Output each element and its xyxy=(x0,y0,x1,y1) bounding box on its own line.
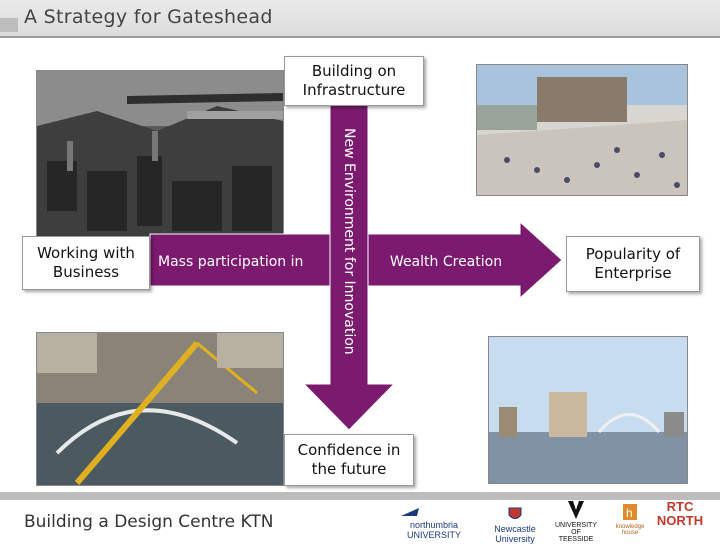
box-confidence-in-future: Confidence in the future xyxy=(284,434,414,486)
logo-rtc-north-text: RTC NORTH xyxy=(656,499,704,528)
vertical-arrow xyxy=(302,103,396,431)
logo-northumbria: northumbria UNIVERSITY xyxy=(398,506,470,540)
right-arrow-label: Wealth Creation xyxy=(389,254,503,270)
left-arrow-label: Mass participation in xyxy=(158,254,304,270)
footer-text: Building a Design Centre KTN xyxy=(24,512,274,532)
footer-bar xyxy=(0,492,720,500)
vertical-arrow-label: New Environment for Innovation xyxy=(341,128,357,355)
logo-knowledge-house: h knowledge house xyxy=(612,502,648,536)
logo-newcastle: Newcastle University xyxy=(484,506,546,544)
svg-text:h: h xyxy=(626,506,633,520)
photo-industrial-river xyxy=(36,70,284,242)
logo-knowledge-house-text: knowledge house xyxy=(615,524,645,536)
box-popularity-of-enterprise: Popularity of Enterprise xyxy=(566,236,700,292)
logo-newcastle-text: Newcastle University xyxy=(494,524,536,544)
photo-millennium-square xyxy=(476,64,688,196)
box-building-on-infrastructure: Building on Infrastructure xyxy=(284,56,424,106)
photo-bridge-construction xyxy=(36,332,284,486)
title-bar xyxy=(0,0,720,38)
photo-quayside-skyline xyxy=(488,336,688,484)
page-title: A Strategy for Gateshead xyxy=(24,6,273,28)
logo-northumbria-text: northumbria UNIVERSITY xyxy=(406,520,461,540)
box-working-with-business: Working with Business xyxy=(22,236,150,290)
logo-rtc-north: RTC NORTH xyxy=(656,500,704,528)
logo-teesside: UNIVERSITY OF TEESSIDE xyxy=(554,500,598,543)
title-accent xyxy=(0,18,18,32)
